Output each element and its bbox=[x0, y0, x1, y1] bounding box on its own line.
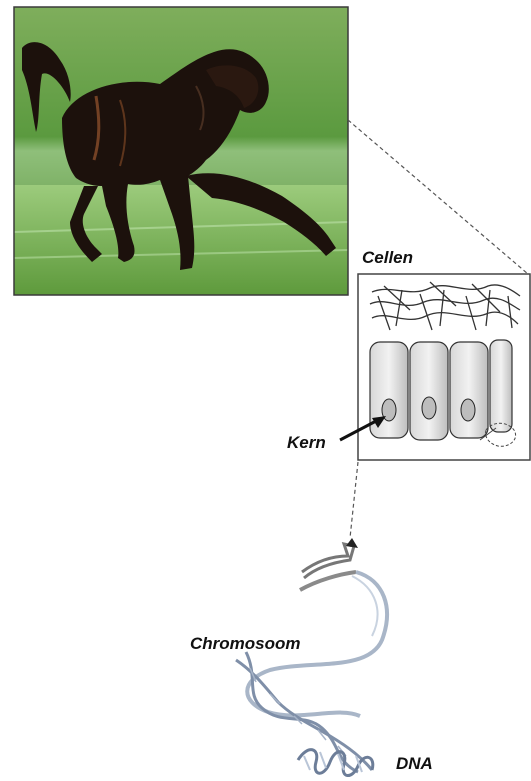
label-kern: Kern bbox=[287, 433, 326, 453]
label-cellen: Cellen bbox=[362, 248, 413, 268]
label-dna: DNA bbox=[396, 754, 433, 774]
zoom-line-cells-to-chromosome bbox=[350, 462, 358, 538]
cell-tissue-box bbox=[358, 274, 530, 460]
label-chromosoom: Chromosoom bbox=[190, 634, 301, 654]
chromosome-dna-illustration bbox=[236, 538, 387, 776]
horse-photo bbox=[14, 7, 348, 295]
